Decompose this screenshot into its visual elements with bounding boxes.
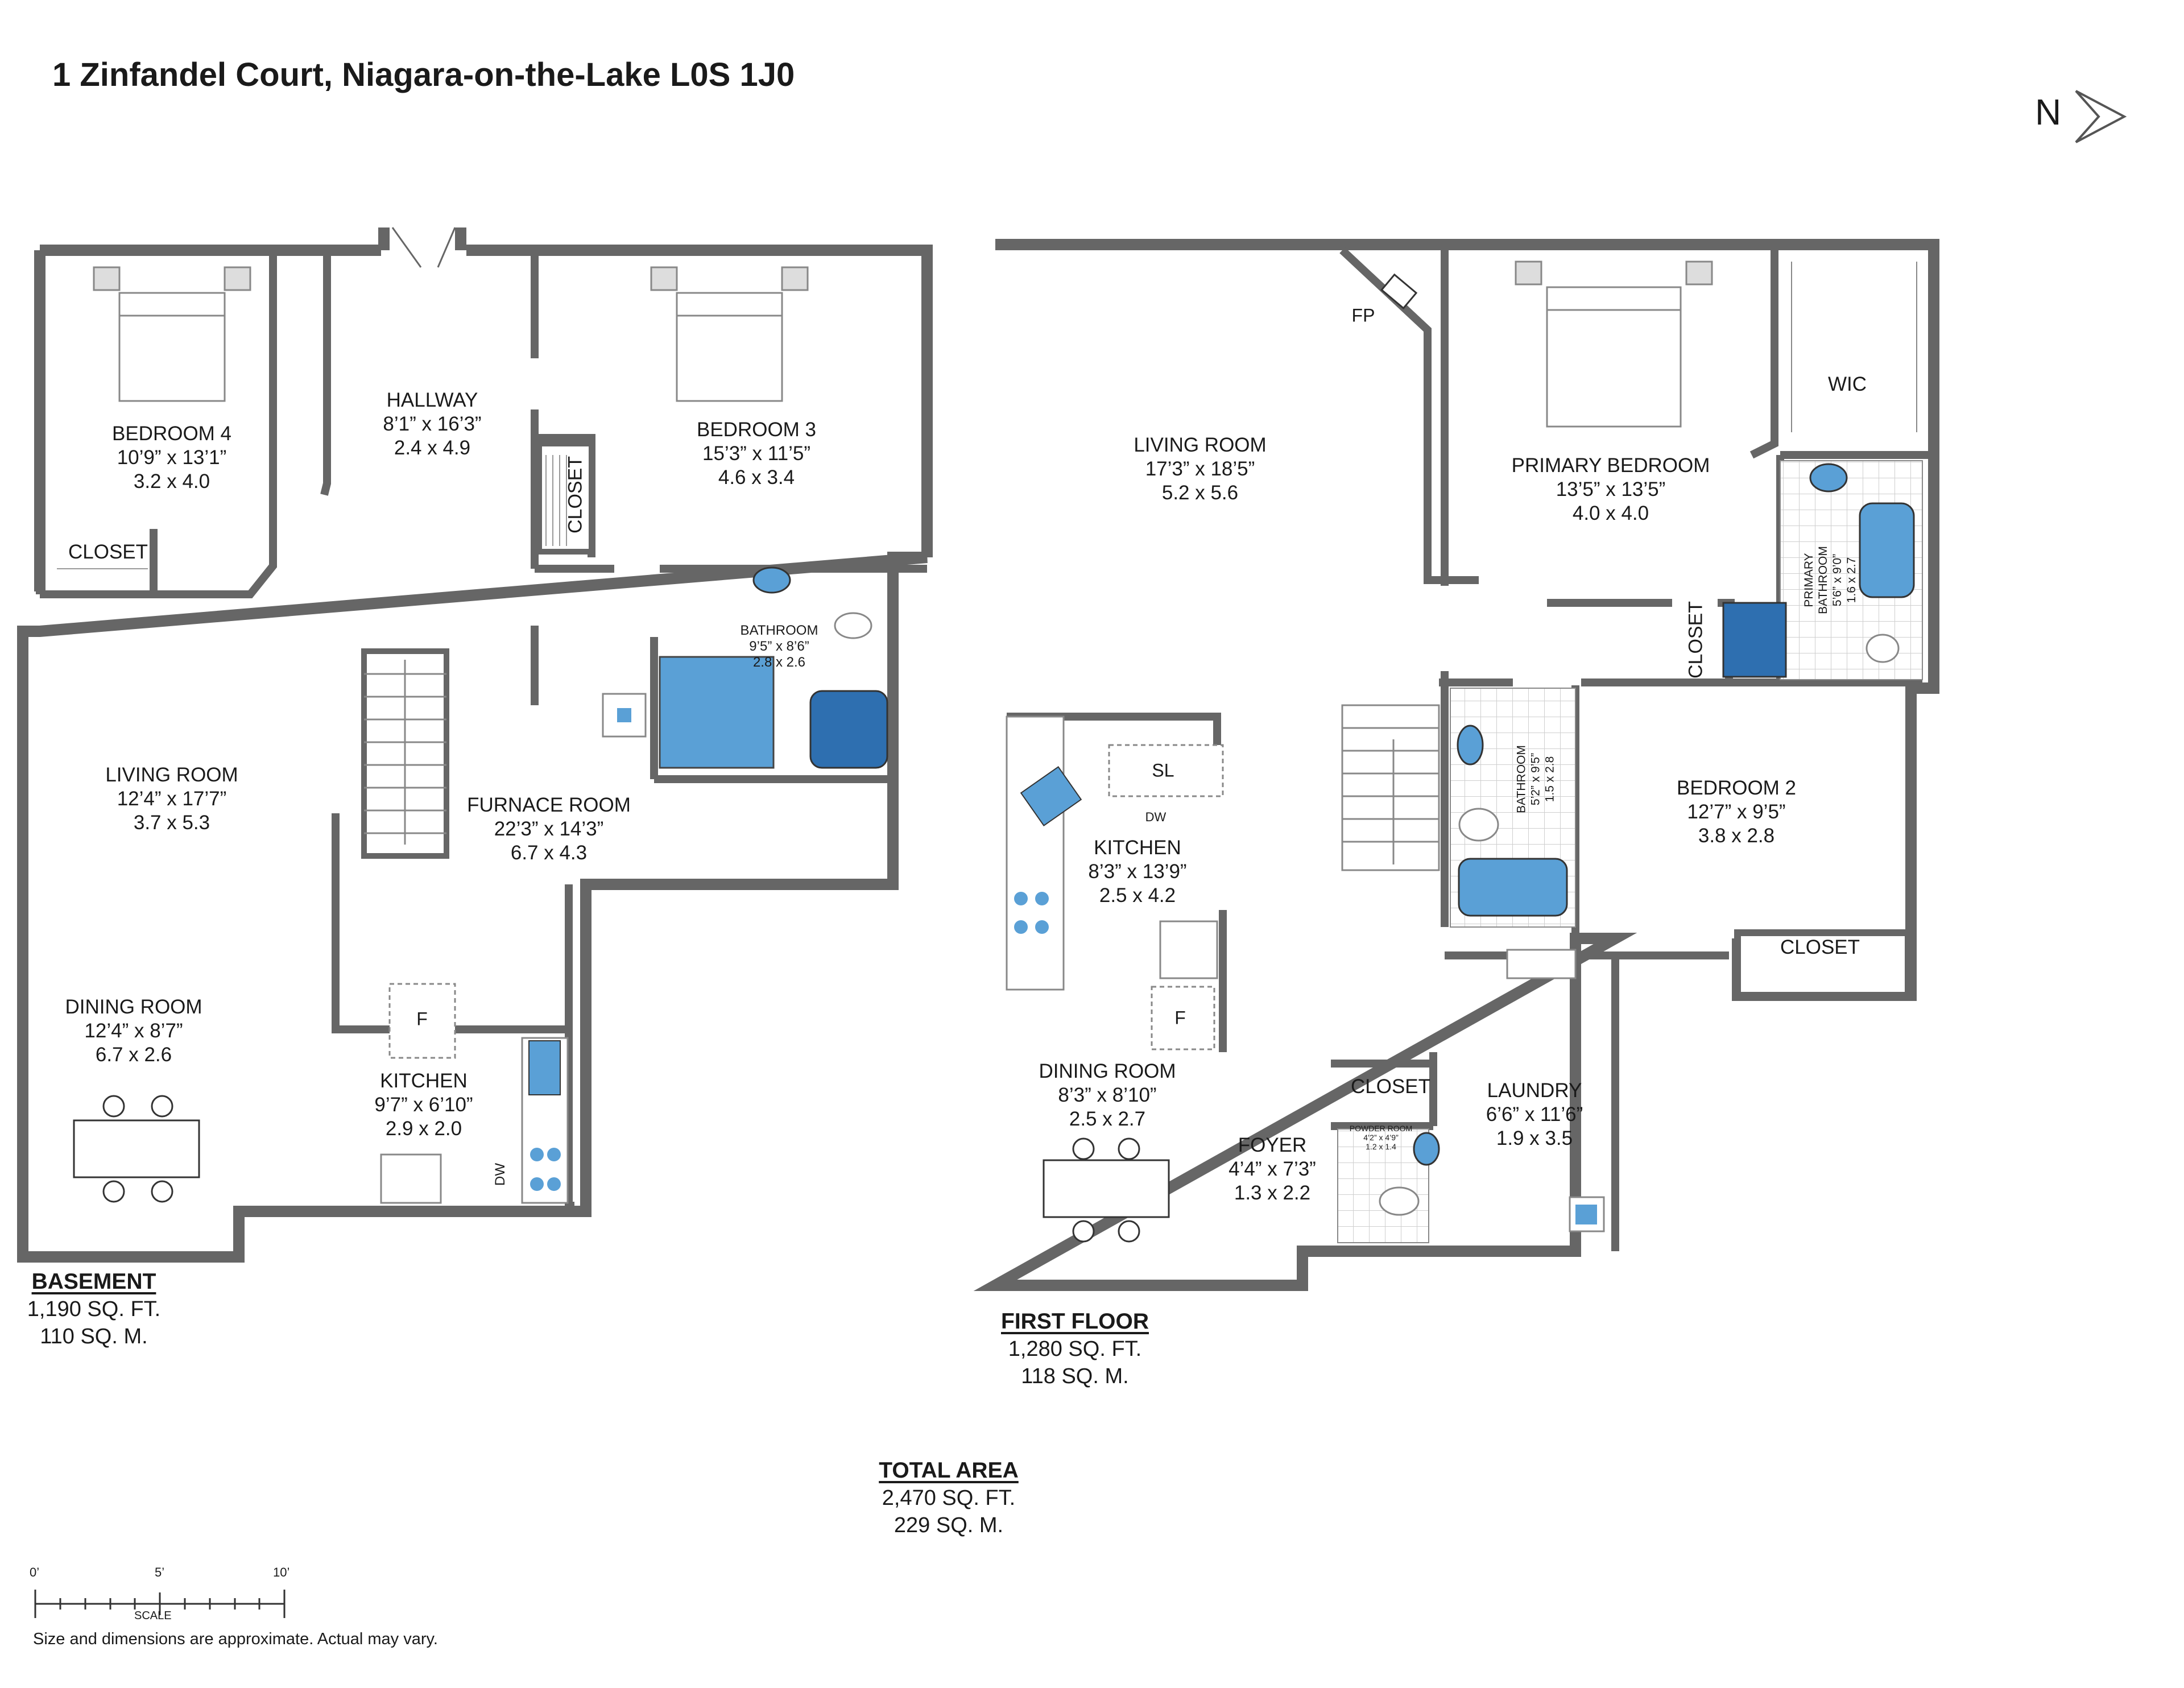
closet-bedroom-4: CLOSET — [68, 541, 148, 563]
scale-label: SCALE — [134, 1610, 172, 1622]
scale-tick-10: 10’ — [273, 1565, 290, 1579]
north-label: N — [2035, 92, 2062, 133]
scale-bar — [34, 1590, 286, 1618]
disclaimer: Size and dimensions are approximate. Act… — [33, 1630, 438, 1648]
total-area-summary: TOTAL AREA 2,470 SQ. FT. 229 SQ. M. — [879, 1458, 1019, 1537]
closet-bedroom-3: CLOSET — [564, 456, 586, 534]
closet-hall: CLOSET — [1685, 601, 1707, 679]
north-arrow-icon — [2075, 90, 2127, 143]
first-floor-plan — [973, 239, 1939, 1291]
closet-foyer: CLOSET — [1350, 1075, 1431, 1098]
scale-tick-5: 5’ — [155, 1565, 165, 1579]
dishwasher-label: DW — [1145, 810, 1167, 824]
sink-label: SL — [1152, 760, 1174, 781]
fireplace-label: FP — [1351, 305, 1375, 326]
basement-plan — [17, 227, 933, 1263]
page-title: 1 Zinfandel Court, Niagara-on-the-Lake L… — [52, 56, 795, 93]
basement-fridge-label: F — [416, 1008, 428, 1029]
first-floor-area-summary: FIRST FLOOR 1,280 SQ. FT. 118 SQ. M. — [1001, 1309, 1149, 1388]
room-wic: WIC — [1827, 373, 1867, 395]
closet-bedroom-2: CLOSET — [1780, 936, 1860, 958]
basement-dishwasher-label: DW — [493, 1163, 508, 1186]
fridge-label: F — [1174, 1007, 1186, 1028]
basement-area-summary: BASEMENT 1,190 SQ. FT. 110 SQ. M. — [27, 1269, 161, 1348]
scale-tick-0: 0’ — [30, 1565, 40, 1579]
